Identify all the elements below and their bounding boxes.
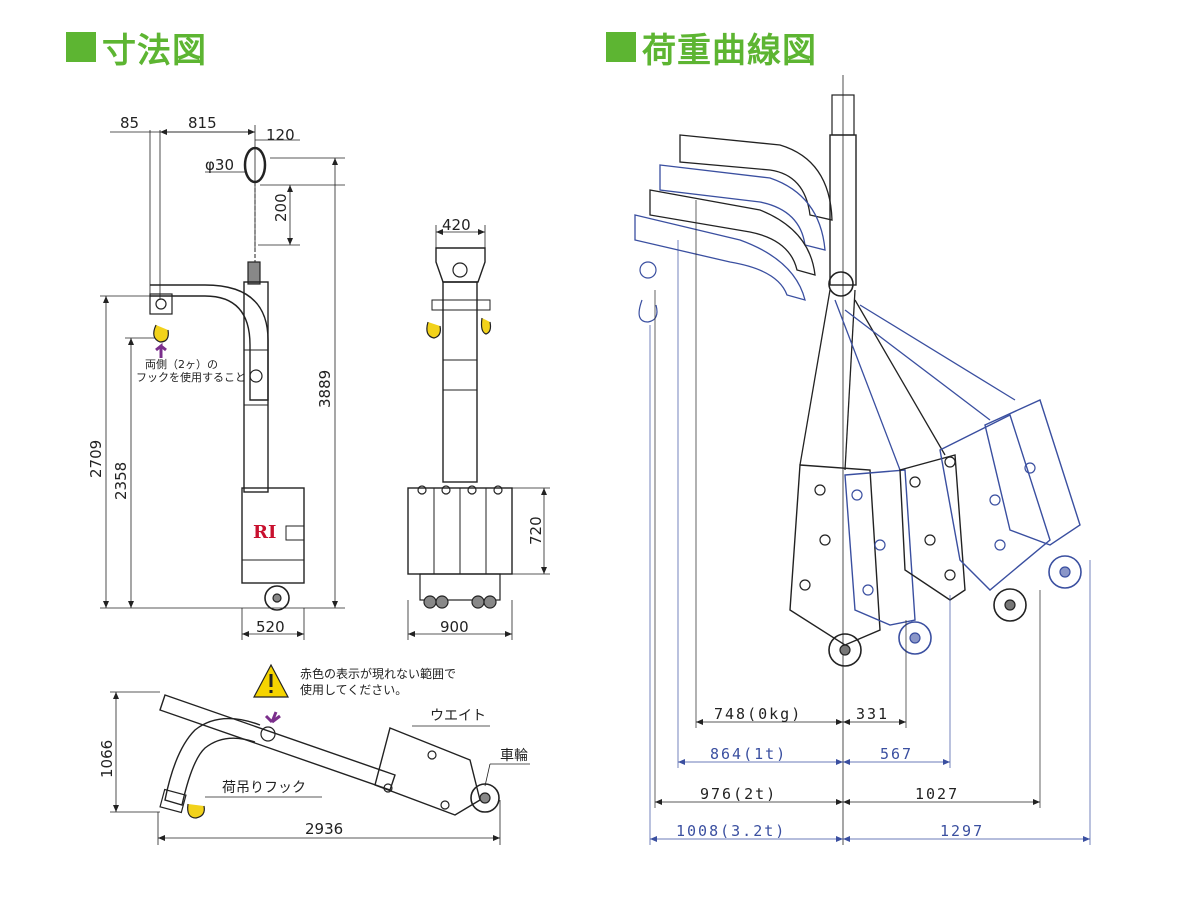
dim-phi30: φ30 (205, 156, 234, 174)
note-line-1: 両側（2ヶ）の (145, 358, 218, 371)
dim-520: 520 (256, 618, 285, 636)
label-hook: 荷吊りフック (222, 780, 306, 796)
warning-line-2: 使用してください。 (300, 682, 407, 697)
dim-2358: 2358 (112, 462, 130, 500)
load-row3-right: 1027 (915, 785, 959, 803)
green-square-icon (66, 32, 96, 62)
dim-200: 200 (272, 193, 290, 222)
arrow-up-icon (155, 342, 167, 358)
dim-720: 720 (527, 516, 545, 545)
warning-icon (253, 663, 289, 698)
folded-view (110, 691, 530, 845)
note-line-2: フックを使用すること (136, 371, 246, 384)
front-view (100, 125, 345, 640)
dim-120: 120 (266, 126, 295, 144)
dim-2709: 2709 (87, 440, 105, 478)
heading-dimension-drawing: 寸法図 (66, 22, 207, 72)
hook-left-icon (426, 321, 441, 339)
load-row1-right: 331 (856, 705, 889, 723)
dim-1066: 1066 (98, 740, 116, 778)
load-row2-left: 864(1t) (710, 745, 787, 763)
dim-2936: 2936 (305, 820, 343, 838)
ri-logo: RI (253, 522, 276, 543)
hook-right-icon (480, 317, 492, 335)
green-square-icon (606, 32, 636, 62)
dim-815: 815 (188, 114, 217, 132)
label-weight: ウエイト (430, 708, 486, 724)
dim-85: 85 (120, 114, 139, 132)
heading-load-curve: 荷重曲線図 (606, 22, 817, 72)
heading-load-curve-text: 荷重曲線図 (642, 30, 817, 71)
heading-dimension-text: 寸法図 (102, 30, 207, 71)
load-row2-right: 567 (880, 745, 913, 763)
dim-900: 900 (440, 618, 469, 636)
folded-hook-icon (187, 803, 205, 819)
side-view (407, 225, 550, 640)
dim-420: 420 (442, 216, 471, 234)
arrow-down-icon (264, 711, 281, 724)
load-row3-left: 976(2t) (700, 785, 777, 803)
dim-3889: 3889 (316, 370, 334, 408)
load-row1-left: 748(0kg) (714, 705, 802, 723)
load-row4-right: 1297 (940, 822, 984, 840)
hook-icon (153, 324, 169, 343)
load-row4-left: 1008(3.2t) (676, 822, 786, 840)
label-wheel: 車輪 (500, 747, 528, 764)
warning-line-1: 赤色の表示が現れない範囲で (300, 666, 456, 681)
load-curve-drawing (634, 75, 1091, 845)
